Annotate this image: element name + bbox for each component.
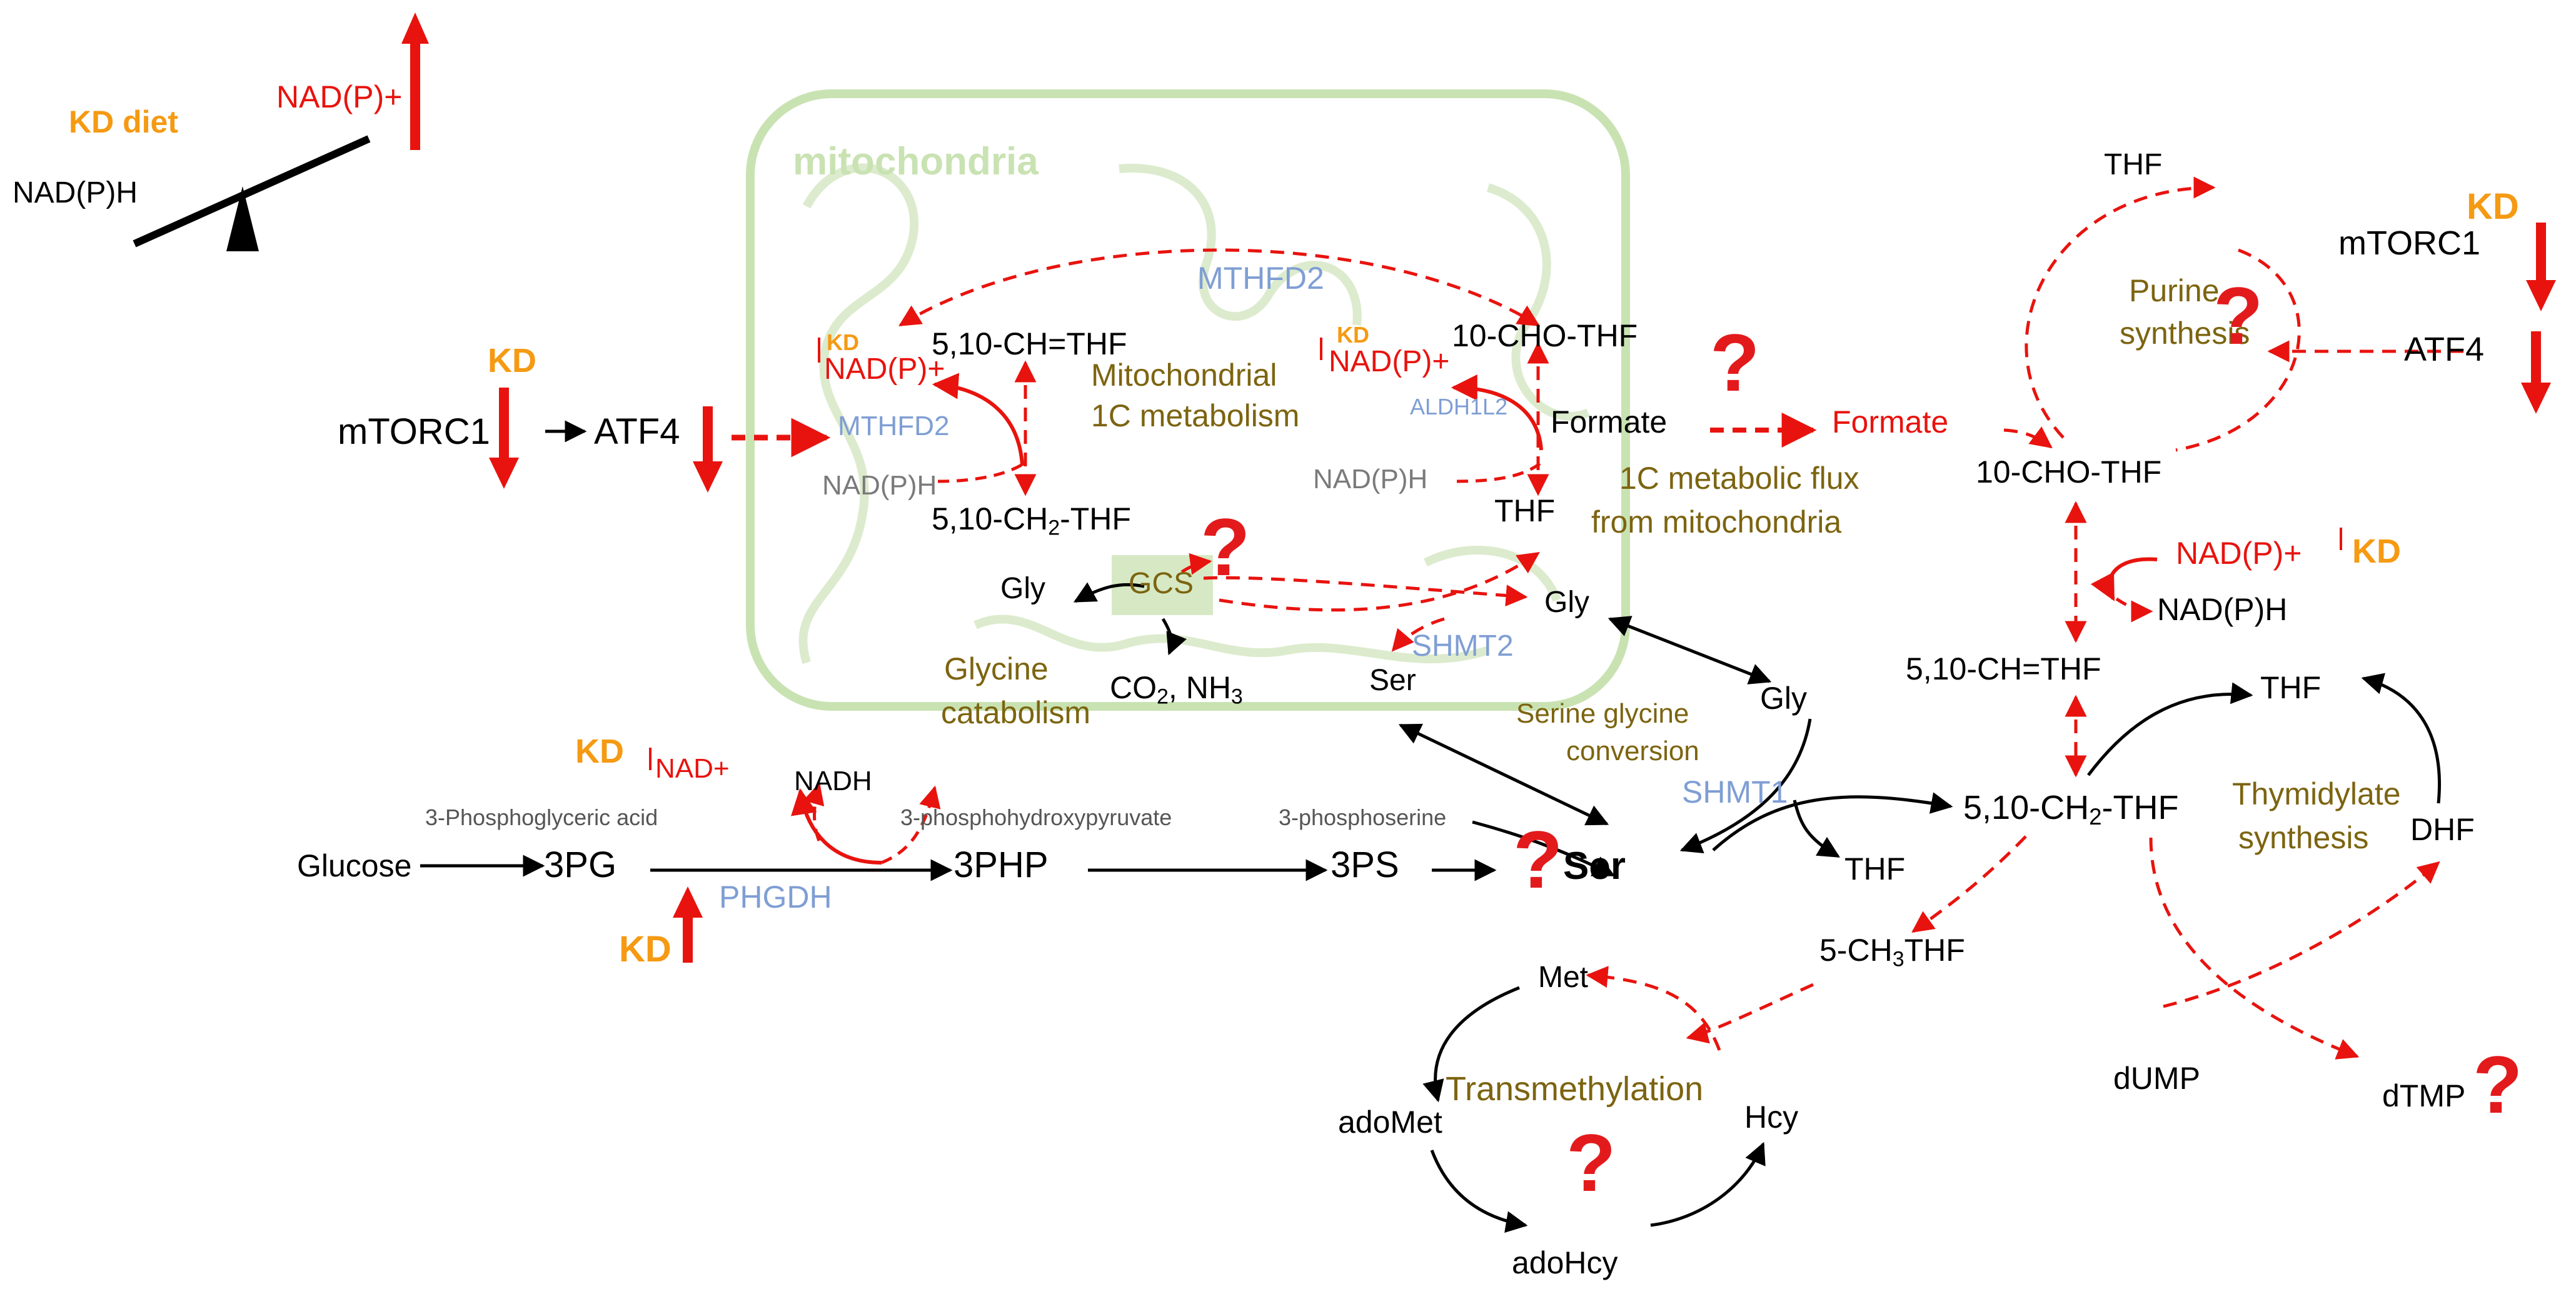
atf4-down-arrow-right xyxy=(2521,331,2551,414)
mito-nadph-left: NAD(P)H xyxy=(822,470,937,501)
cyto-5-10-ch-thf: 5,10-CH=THF xyxy=(1906,651,2101,686)
thymidylate-line2: synthesis xyxy=(2238,820,2369,855)
mthfd2-left: MTHFD2 xyxy=(838,411,950,441)
mito-formate: Formate xyxy=(1551,404,1668,439)
red-dashed-arrows xyxy=(732,176,2463,1060)
hcy: Hcy xyxy=(1744,1100,1799,1135)
purine-line1: Purine xyxy=(2129,273,2220,308)
thymidylate-dhf: DHF xyxy=(2410,812,2475,847)
thymidylate-line1: Thymidylate xyxy=(2232,776,2401,811)
mtorc1-down-arrow-left xyxy=(489,388,519,489)
thymidylate-thf: THF xyxy=(2260,670,2322,705)
mito-nadph-right: NAD(P)H xyxy=(1313,464,1428,494)
mthfd2-top: MTHFD2 xyxy=(1197,261,1324,296)
question-mark-formate: ? xyxy=(1710,317,1760,408)
met: Met xyxy=(1538,961,1589,994)
mito-nadp-left: NAD(P)+ xyxy=(824,353,945,386)
kd-label-nad: KD xyxy=(575,733,624,770)
adomet: adoMet xyxy=(1338,1105,1442,1140)
kd-diet-nadp: NAD(P)+ xyxy=(276,79,403,114)
atf4-right: ATF4 xyxy=(2404,331,2485,368)
small-up-arrows xyxy=(649,338,2342,770)
question-mark-transmethylation: ? xyxy=(1566,1117,1616,1208)
cyto-kd: KD xyxy=(2352,533,2401,570)
question-mark-3ps: ? xyxy=(1513,814,1563,905)
mito-metabolism-line1: Mitochondrial xyxy=(1091,358,1277,393)
shmt2: SHMT2 xyxy=(1412,629,1514,663)
black-arrows xyxy=(420,420,2441,1233)
glucose: Glucose xyxy=(297,848,412,883)
thymidylate-dtmp: dTMP xyxy=(2382,1078,2466,1113)
shmt1-thf: THF xyxy=(1844,851,1906,886)
kd-nadp-up-arrow xyxy=(401,13,429,150)
adohcy: adoHcy xyxy=(1512,1245,1618,1280)
red-solid-arrows xyxy=(791,373,2158,865)
cyto-formate: Formate xyxy=(1832,404,1949,439)
purine-line2: synthesis xyxy=(2120,316,2250,351)
serine-glycine-line2: conversion xyxy=(1566,736,1699,766)
co2-nh3: CO2, NH3 xyxy=(1110,670,1243,709)
mtorc1-right: mTORC1 xyxy=(2338,224,2481,262)
serine-nad: NAD+ xyxy=(655,753,730,784)
kd-label-left: KD xyxy=(488,342,536,379)
red-dashed-short-arrows xyxy=(881,461,2153,865)
aldh1l2: ALDH1L2 xyxy=(1410,394,1508,419)
flux-line1: 1C metabolic flux xyxy=(1619,461,1859,496)
ps-full-name: 3-phosphoserine xyxy=(1279,805,1447,830)
gcs-label: GCS xyxy=(1129,567,1194,600)
kd-diet-title: KD diet xyxy=(69,104,178,139)
question-mark-gcs: ? xyxy=(1200,501,1250,593)
mito-metabolism-line2: 1C metabolism xyxy=(1091,398,1300,433)
mito-gly-left: Gly xyxy=(1000,572,1045,605)
php-full-name: 3-phosphohydroxypyruvate xyxy=(900,805,1172,830)
kd-mark-mito-left: KD xyxy=(827,329,859,355)
mito-ser: Ser xyxy=(1369,664,1416,697)
kd-label-phgdh: KD xyxy=(619,929,672,970)
mito-5-10-ch-thf: 5,10-CH=THF xyxy=(932,326,1127,361)
3php: 3PHP xyxy=(953,845,1049,885)
mito-gly-right: Gly xyxy=(1544,586,1589,619)
mtorc1-down-arrow-right xyxy=(2526,223,2556,311)
purine-thf: THF xyxy=(2104,148,2163,181)
kd-mark-mito-right: KD xyxy=(1337,322,1369,348)
cyto-10-cho-thf: 10-CHO-THF xyxy=(1976,454,2162,489)
cyto-nadph: NAD(P)H xyxy=(2157,592,2288,627)
transmethylation-label: Transmethylation xyxy=(1446,1070,1704,1108)
atf4-down-arrow-left xyxy=(693,406,723,493)
phgdh-up-arrow xyxy=(673,886,703,963)
seesaw-icon xyxy=(133,135,371,251)
mito-10-cho-thf: 10-CHO-THF xyxy=(1452,318,1638,353)
cyto-gly: Gly xyxy=(1760,681,1807,716)
phgdh: PHGDH xyxy=(719,880,832,915)
thymidylate-dump: dUMP xyxy=(2113,1061,2200,1096)
question-mark-dtmp: ? xyxy=(2473,1039,2523,1130)
flux-line2: from mitochondria xyxy=(1591,504,1842,539)
glycine-catabolism-line2: catabolism xyxy=(941,695,1090,730)
mitochondria-compartment xyxy=(746,89,1630,711)
mito-5-10-ch2-thf: 5,10-CH2-THF xyxy=(932,501,1131,540)
cyto-5-ch3-thf: 5-CH3THF xyxy=(1819,933,1965,971)
mtorc1-left: mTORC1 xyxy=(338,411,490,452)
cyto-5-10-ch2-thf: 5,10-CH2-THF xyxy=(1963,789,2179,830)
serine-nadh: NADH xyxy=(794,766,872,796)
3pg: 3PG xyxy=(544,845,617,885)
3ps: 3PS xyxy=(1331,845,1399,885)
shmt1: SHMT1 xyxy=(1682,775,1788,810)
serine-glycine-line1: Serine glycine xyxy=(1516,698,1689,729)
cyto-nadp: NAD(P)+ xyxy=(2176,536,2302,571)
mitochondria-label: mitochondria xyxy=(793,140,1039,183)
cyto-ser: Ser xyxy=(1563,845,1626,888)
glycine-catabolism-line1: Glycine xyxy=(944,651,1049,686)
kd-diet-nadph: NAD(P)H xyxy=(13,176,138,209)
mito-thf: THF xyxy=(1494,493,1556,528)
question-mark-purine: ? xyxy=(2213,270,2263,361)
kd-label-right: KD xyxy=(2467,186,2519,227)
pga-full-name: 3-Phosphoglyceric acid xyxy=(425,805,658,830)
mito-nadp-right: NAD(P)+ xyxy=(1329,345,1450,378)
atf4-left: ATF4 xyxy=(594,411,680,452)
